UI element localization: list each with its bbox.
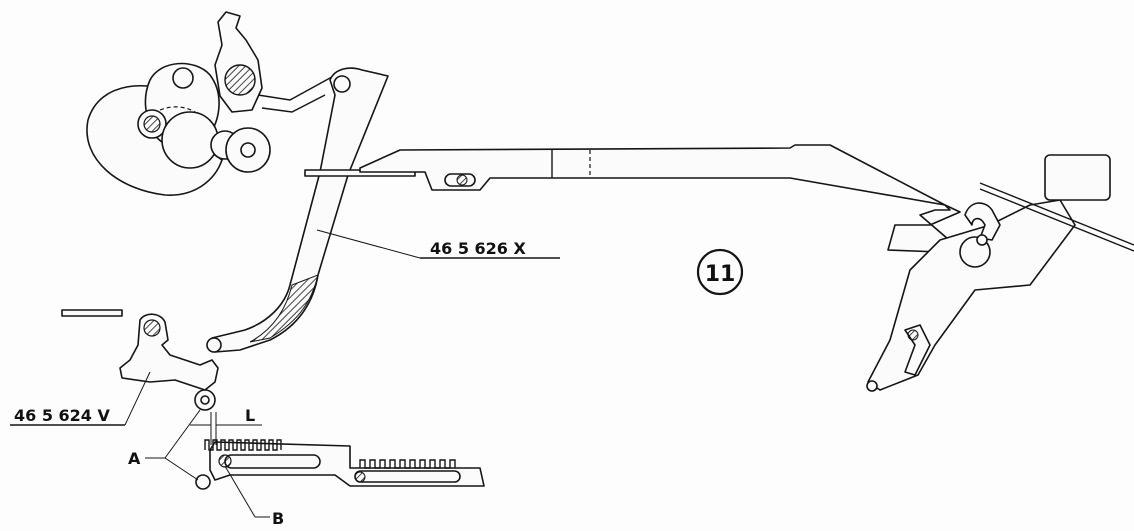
main-lever: 46 5 626 X: [206, 67, 560, 353]
bracket-shaft-section: [224, 64, 256, 96]
right-bottom-eye: [866, 380, 878, 392]
lower-lever: 46 5 624 V: [10, 309, 219, 426]
lower-stub: [61, 309, 123, 317]
main-lever-top-pivot: [333, 75, 351, 93]
label-b-leader: [224, 465, 256, 518]
label-a: A: [128, 409, 201, 481]
label-b-text: B: [272, 509, 284, 528]
cam-disc: [161, 111, 219, 169]
rack-pin-right: [354, 471, 366, 483]
label-a-leader-up: [164, 409, 201, 459]
rack-end-eye: [195, 474, 211, 490]
rack-slot-right: [354, 470, 461, 483]
main-lever-label: 46 5 626 X: [430, 239, 527, 258]
lower-lever-roller-hub: [200, 395, 210, 405]
lower-lever-shaft: [143, 319, 161, 337]
cam-shaft-section: [143, 115, 161, 133]
figure-number-text: 11: [705, 262, 736, 287]
bar-body: [359, 144, 961, 253]
horizontal-bar: [304, 144, 961, 253]
right-linkage: [866, 154, 1134, 392]
dimension-l-label: L: [245, 406, 255, 425]
rack-assembly: [195, 439, 485, 490]
upper-pivot: [172, 67, 194, 89]
lower-lever-body: [119, 313, 219, 391]
main-lever-bottom-pivot: [206, 337, 222, 353]
label-b: B: [224, 465, 284, 528]
figure-number-circle: [696, 248, 744, 296]
dimension-l: L: [190, 406, 262, 445]
cam-assembly: [86, 11, 343, 196]
lower-lever-label: 46 5 624 V: [14, 406, 111, 425]
roller-hub: [240, 142, 256, 158]
top-bracket: [214, 11, 263, 113]
rack-pin-b: [218, 454, 232, 468]
label-a-text: A: [128, 449, 141, 468]
rack-slot-left: [224, 454, 321, 469]
lower-lever-leader: [124, 371, 151, 426]
right-hook-pin: [976, 234, 988, 246]
rail-upper: [979, 182, 1134, 246]
main-lever-leader: [316, 229, 421, 259]
rack-teeth-right: [359, 459, 456, 469]
main-lever-section-hatch: [249, 274, 319, 343]
rail-lower: [979, 188, 1134, 252]
figure-number: 11: [696, 248, 744, 296]
right-lower-pin: [907, 329, 919, 341]
bracket-arm: [257, 71, 343, 113]
label-a-leader-down: [164, 457, 199, 481]
key-top: [1044, 154, 1111, 201]
main-lever-body: [211, 67, 389, 353]
bar-slot-pin: [456, 174, 468, 186]
rack-teeth-left: [204, 439, 282, 451]
